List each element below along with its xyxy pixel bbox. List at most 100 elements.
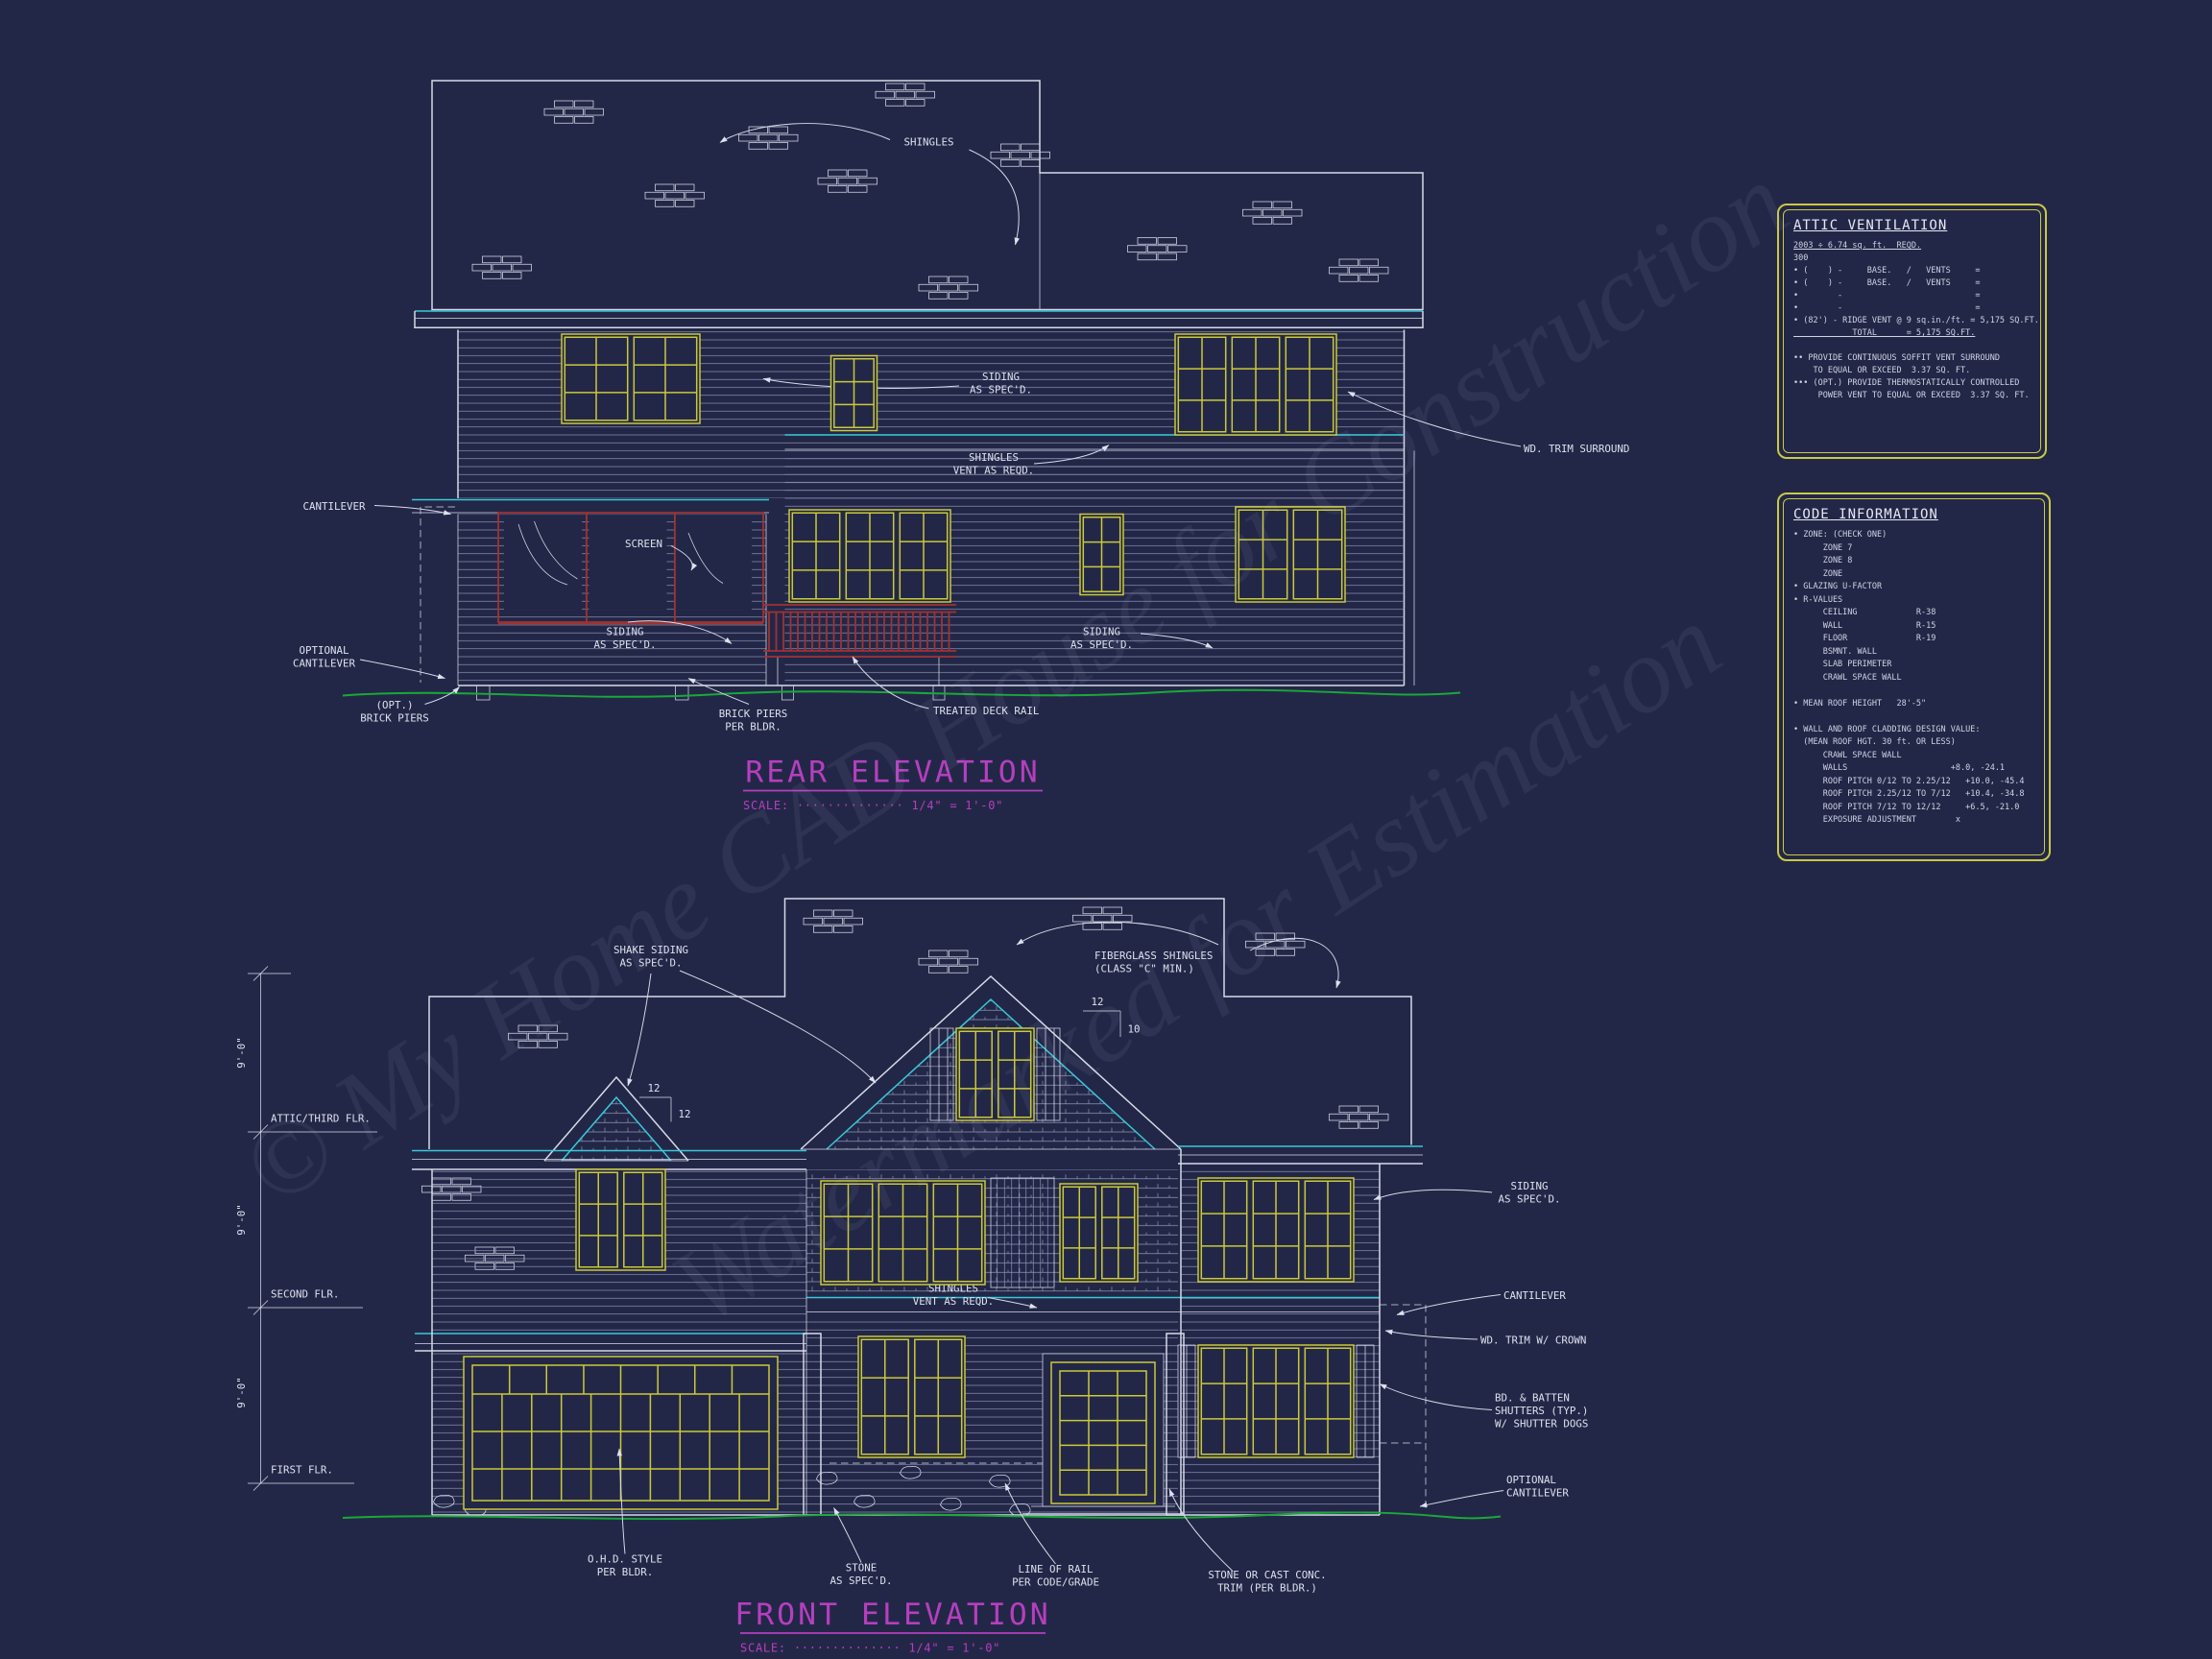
window	[788, 509, 951, 603]
label-shake-siding-2: AS SPEC'D.	[620, 957, 683, 970]
attic-line: •• PROVIDE CONTINUOUS SOFFIT VENT SURROU…	[1793, 353, 2000, 363]
label-cantilever: CANTILEVER	[303, 500, 366, 513]
rear-deck-part	[777, 657, 940, 685]
front-leaders	[616, 921, 1504, 1572]
front-leaders-part	[679, 970, 877, 1084]
rear-screen-porch-part	[674, 516, 752, 616]
code-line: EXPOSURE ADJUSTMENT x	[1793, 815, 1960, 825]
front-ground-line	[342, 1511, 1502, 1521]
label-shingles-vent-2: VENT AS REQD.	[913, 1295, 994, 1308]
rear-title: REAR ELEVATION	[745, 756, 1041, 790]
code-information-panel-inner: CODE INFORMATION • ZONE: (CHECK ONE) ZON…	[1783, 498, 2045, 855]
front-gables-part	[561, 1095, 672, 1162]
code-line	[1793, 710, 2034, 724]
attic-ventilation-panel: ATTIC VENTILATION 2003 ÷ 6.74 sq. ft. RE…	[1777, 204, 2047, 459]
label-optional-cantilever-1: OPTIONAL	[300, 644, 349, 657]
front-leaders-part	[1004, 1482, 1056, 1565]
label-stone-trim-1: STONE OR CAST CONC.	[1208, 1569, 1326, 1581]
rear-leaders-part	[627, 620, 733, 644]
code-line: ROOF PITCH 2.25/12 TO 7/12 +10.4, -34.8	[1793, 789, 2025, 799]
label-shutters-2: SHUTTERS (TYP.)	[1495, 1405, 1588, 1417]
front-shutters-part	[1177, 1344, 1375, 1458]
label-siding-right-2: AS SPEC'D.	[1070, 638, 1133, 651]
rear-scale: SCALE: ·············· 1/4" = 1'-0"	[743, 799, 1003, 812]
code-line: • MEAN ROOF HEIGHT 28'-5"	[1793, 698, 1927, 709]
rear-roof-part	[918, 276, 978, 300]
window-frame	[1059, 1183, 1139, 1283]
rear-ground-line	[342, 688, 1461, 698]
attic-line: 300	[1793, 253, 1809, 263]
code-line: SLAB PERIMETER	[1793, 660, 1892, 669]
front-dimensions-part	[248, 973, 377, 1484]
front-walls-part	[991, 1178, 1054, 1287]
rear-leaders-part	[969, 149, 1020, 246]
rear-labels: SHINGLES SIDING AS SPEC'D. SHINGLES VENT…	[293, 136, 1629, 733]
window	[1059, 1183, 1139, 1283]
rear-leaders-part	[852, 656, 929, 709]
label-brick-piers-2: PER BLDR.	[725, 721, 781, 733]
code-line: FLOOR R-19	[1793, 634, 1936, 643]
code-line: • WALL AND ROOF CLADDING DESIGN VALUE:	[1793, 724, 1981, 734]
window-frame	[830, 354, 878, 432]
front-labels: SHAKE SIDING AS SPEC'D. FIBERGLASS SHING…	[588, 944, 1588, 1594]
rear-leaders-part	[373, 505, 451, 516]
window	[1174, 333, 1337, 436]
label-shutters-1: BD. & BATTEN	[1495, 1392, 1570, 1405]
code-information-title: CODE INFORMATION	[1793, 507, 1938, 522]
code-line: ROOF PITCH 7/12 TO 12/12 +6.5, -21.0	[1793, 802, 2020, 812]
attic-ventilation-lines: 2003 ÷ 6.74 sq. ft. REQD.300• ( ) - BASE…	[1793, 240, 2039, 402]
front-gables-part	[562, 1097, 671, 1161]
window-frame	[575, 1168, 666, 1271]
window-glass	[562, 334, 700, 423]
front-shutters-part	[929, 1027, 1061, 1121]
front-gables-part	[543, 1075, 689, 1162]
code-line: • GLAZING U-FACTOR	[1793, 582, 1883, 591]
rear-screen-porch-part	[589, 516, 667, 616]
window	[1079, 513, 1124, 596]
attic-line: TO EQUAL OR EXCEED 3.37 SQ. FT.	[1793, 366, 1971, 375]
attic-ventilation-panel-inner: ATTIC VENTILATION 2003 ÷ 6.74 sq. ft. RE…	[1783, 209, 2041, 453]
window-glass	[576, 1169, 665, 1270]
window-frame	[561, 333, 701, 424]
rear-roof-part	[1329, 258, 1389, 282]
front-title-block: FRONT ELEVATION SCALE: ·············· 1/…	[734, 1598, 1047, 1655]
label-siding-left-2: AS SPEC'D.	[594, 638, 657, 651]
rear-leaders-part	[1033, 445, 1110, 465]
window-glass	[1236, 507, 1345, 602]
label-shingles-vent-1: SHINGLES	[969, 451, 1019, 464]
code-line: ZONE 8	[1793, 556, 1853, 565]
label-siding-left-1: SIDING	[607, 626, 644, 638]
front-gables-part	[826, 998, 1156, 1150]
dim-first-height: 9'-0"	[235, 1377, 248, 1407]
front-leaders-part	[1419, 1490, 1504, 1508]
front-leaders-part	[1249, 937, 1341, 989]
front-gables-part	[800, 974, 1182, 1150]
label-stone-trim-2: TRIM (PER BLDR.)	[1217, 1582, 1317, 1595]
front-scale: SCALE: ·············· 1/4" = 1'-0"	[740, 1642, 1000, 1655]
rear-leaders-part	[670, 545, 698, 571]
windows-layer	[561, 333, 1355, 1458]
front-leaders-part	[1379, 1383, 1493, 1410]
rear-leaders-part	[1347, 391, 1522, 447]
rear-walls-part	[420, 506, 455, 683]
front-roof-part	[918, 950, 978, 974]
rear-walls-part	[675, 685, 689, 701]
window-frame	[788, 509, 951, 603]
rear-leaders-part	[1140, 633, 1214, 649]
rear-leaders-part	[719, 123, 891, 143]
attic-line: • (82') - RIDGE VENT @ 9 sq.in./ft. = 5,…	[1793, 316, 2039, 325]
front-leaders-part	[627, 973, 652, 1087]
front-roof	[421, 898, 1412, 1270]
label-opt-brick-piers-1: (OPT.)	[376, 699, 414, 711]
dim-second-height: 9'-0"	[235, 1204, 248, 1235]
label-siding-right-1: SIDING	[1083, 626, 1120, 638]
label-fiberglass-1: FIBERGLASS SHINGLES	[1094, 950, 1213, 962]
window-frame	[857, 1335, 966, 1458]
entry-door	[1050, 1361, 1156, 1504]
label-optional-cantilever-1: OPTIONAL	[1506, 1474, 1556, 1486]
front-leaders-part	[1396, 1294, 1502, 1315]
window-glass	[956, 1028, 1034, 1120]
code-line: WALL R-15	[1793, 620, 1936, 631]
window-frame	[1235, 506, 1346, 603]
code-line: CRAWL SPACE WALL	[1793, 750, 1902, 760]
